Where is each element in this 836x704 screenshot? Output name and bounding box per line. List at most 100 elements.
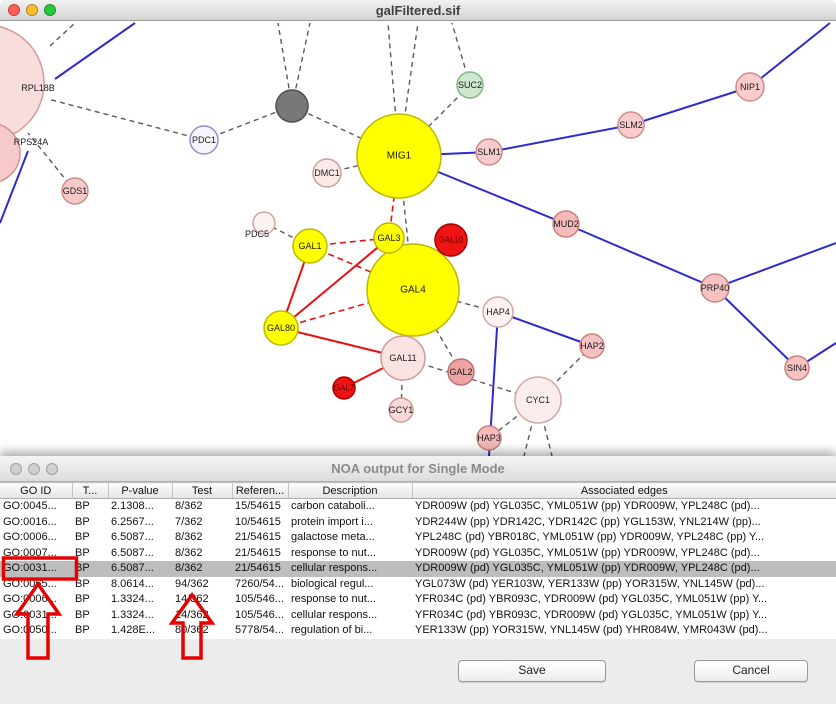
table-cell: YDR009W (pd) YGL035C, YML051W (pp) YDR00… — [412, 561, 836, 577]
table-cell: BP — [75, 608, 90, 621]
node-gal3[interactable] — [373, 222, 405, 254]
table-cell: GO:0050... — [3, 624, 57, 636]
node-slm2[interactable] — [617, 111, 645, 139]
table-cell: BP — [75, 593, 90, 605]
node-gal1[interactable] — [292, 228, 328, 264]
node-label: SIN4 — [787, 363, 807, 373]
table-cell: response to nut... — [291, 546, 376, 559]
zoom-button[interactable] — [46, 463, 58, 475]
column-header[interactable]: Referen... — [232, 482, 289, 499]
node-gal10[interactable] — [434, 223, 468, 257]
table-cell: BP — [75, 515, 90, 528]
node-label: GAL2 — [449, 367, 472, 377]
table-cell: 105/546... — [235, 608, 284, 621]
node-pdc5[interactable] — [252, 211, 276, 235]
edge-red[interactable] — [280, 237, 390, 329]
edge-gray[interactable] — [203, 105, 293, 141]
edge-blue[interactable] — [0, 150, 29, 224]
node-hap3[interactable] — [476, 425, 502, 451]
node-suc2[interactable] — [456, 71, 484, 99]
node-gal4[interactable] — [366, 243, 460, 337]
node-hap2[interactable] — [579, 333, 605, 359]
edge-blue[interactable] — [714, 287, 798, 369]
table-cell: BP — [75, 546, 90, 559]
node-label: DMC1 — [314, 168, 340, 178]
window-controls — [8, 4, 56, 16]
node-label: GDS1 — [63, 186, 88, 196]
edge-gray[interactable] — [412, 289, 462, 373]
table-cell: 8/362 — [172, 561, 232, 577]
node-rpl18b[interactable] — [0, 25, 45, 141]
column-header[interactable]: GO ID — [0, 482, 73, 499]
edge-gray[interactable] — [47, 98, 205, 141]
node-gds1[interactable] — [61, 177, 89, 205]
table-cell: 94/362 — [175, 577, 209, 590]
node-label: CYC1 — [526, 395, 550, 405]
table-cell: cellular respons... — [291, 608, 378, 621]
node-nip1[interactable] — [735, 72, 765, 102]
table-cell: YER133W (pp) YOR315W, YNL145W (pd) YHR08… — [415, 624, 768, 636]
column-header[interactable]: Test — [172, 482, 233, 499]
noa-window-titlebar[interactable]: NOA output for Single Mode — [0, 456, 836, 482]
node-slm1[interactable] — [475, 138, 503, 166]
node-sin4[interactable] — [784, 355, 810, 381]
column-header[interactable]: Associated edges — [412, 482, 836, 499]
node-dmc1[interactable] — [312, 158, 342, 188]
edge-blue[interactable] — [497, 311, 593, 347]
edge-blue[interactable] — [54, 22, 136, 80]
node-prp40[interactable] — [700, 273, 730, 303]
edge-gray[interactable] — [49, 22, 76, 47]
table-cell: 1.3324... — [111, 608, 154, 621]
node-gal11[interactable] — [380, 335, 426, 381]
table-cell: 6.5087... — [108, 561, 172, 577]
cancel-button[interactable]: Cancel — [694, 660, 808, 682]
edge-gray[interactable] — [291, 105, 400, 157]
node-label: NIP1 — [740, 82, 760, 92]
minimize-button[interactable] — [28, 463, 40, 475]
node-hap4[interactable] — [482, 296, 514, 328]
node-gcy1[interactable] — [388, 397, 414, 423]
table-cell: 6.5087... — [111, 531, 154, 543]
save-button[interactable]: Save — [458, 660, 606, 682]
table-cell: 21/54615 — [232, 561, 288, 577]
node-pdc1[interactable] — [189, 125, 219, 155]
table-cell: carbon cataboli... — [291, 500, 375, 512]
edge-blue[interactable] — [714, 242, 836, 289]
node-gray-node[interactable] — [275, 89, 309, 123]
column-header[interactable]: T... — [72, 482, 109, 499]
edge-blue[interactable] — [565, 223, 716, 289]
node-mig1[interactable] — [356, 113, 442, 199]
node-mud2[interactable] — [552, 210, 580, 238]
table-cell: YFR034C (pd) YBR093C, YDR009W (pd) YGL03… — [415, 593, 768, 605]
node-rps24a[interactable] — [0, 123, 21, 183]
close-button[interactable] — [10, 463, 22, 475]
close-button[interactable] — [8, 4, 20, 16]
network-window-titlebar[interactable]: galFiltered.sif — [0, 0, 836, 21]
column-header[interactable]: P-value — [108, 482, 173, 499]
node-gal80[interactable] — [263, 310, 299, 346]
table-cell: 1.3324... — [111, 593, 154, 605]
minimize-button[interactable] — [26, 4, 38, 16]
zoom-button[interactable] — [44, 4, 56, 16]
edge-blue[interactable] — [488, 124, 632, 153]
node-gal7[interactable] — [332, 376, 356, 400]
column-header[interactable]: Description — [288, 482, 413, 499]
node-cyc1[interactable] — [514, 376, 562, 424]
table-cell: BP — [75, 500, 90, 512]
edge-blue[interactable] — [749, 22, 831, 88]
node-label: GAL80 — [267, 323, 295, 333]
node-label: PRP40 — [701, 283, 730, 293]
node-gal2[interactable] — [447, 358, 475, 386]
edge-blue[interactable] — [630, 86, 751, 126]
